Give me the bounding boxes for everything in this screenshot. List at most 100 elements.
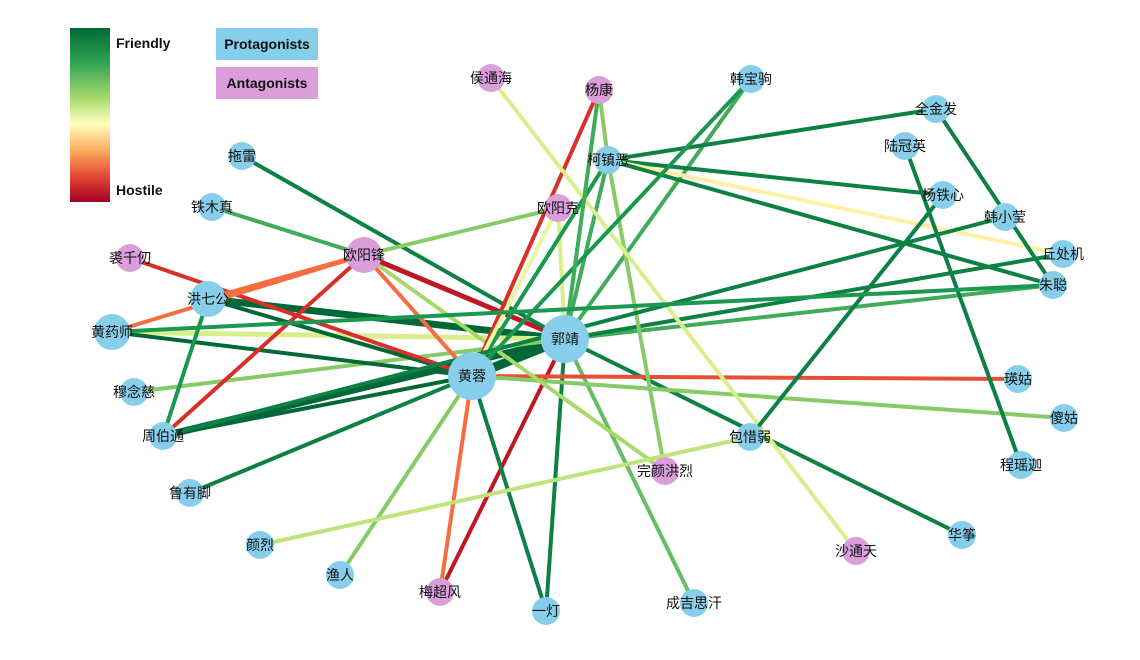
- node-tiemuzhen: 铁木真: [191, 193, 233, 221]
- node-zhoubotong: 周伯通: [142, 422, 184, 450]
- edge-huangrong-hongqigong: [206, 297, 474, 378]
- node-baoxiruo: 包惜弱: [729, 423, 771, 451]
- edge-yangkang-huangrong: [470, 88, 601, 378]
- legend-antagonists: Antagonists: [216, 67, 318, 99]
- node-circle-quanjinfa: [922, 95, 950, 123]
- node-munianci: 穆念慈: [113, 378, 155, 406]
- node-hanxiaoying: 韩小莹: [984, 203, 1026, 231]
- edge-quanjinfa-zhucong: [934, 107, 1055, 287]
- edge-kezhenge-yangtiexin: [606, 158, 945, 197]
- node-label-tiemuzhen: 铁木真: [191, 200, 233, 216]
- edge-huangyaoshi-ouyangfeng: [110, 253, 366, 334]
- node-circle-ouyangke: [544, 194, 572, 222]
- node-circle-kezhenge: [594, 146, 622, 174]
- node-circle-hanbaoju: [737, 65, 765, 93]
- node-circle-shagu: [1050, 404, 1078, 432]
- node-circle-yanlie: [246, 531, 274, 559]
- node-label-ouyangke: 欧阳克: [537, 201, 579, 217]
- edge-ouyangfeng-wanyanhonglie: [362, 253, 667, 473]
- sentiment-colorbar: [70, 28, 110, 202]
- edge-huangrong-zhoubotong: [161, 374, 474, 438]
- edge-huangrong-luyoujiao: [188, 374, 474, 495]
- edge-kezhenge-quanjinfa: [606, 107, 938, 162]
- edge-luguanying-chengyaojia: [903, 144, 1023, 467]
- node-huangyaoshi: 黄药师: [91, 314, 133, 350]
- node-circle-hanxiaoying: [991, 203, 1019, 231]
- nodes-layer: 郭靖黄蓉洪七公黄药师欧阳锋柯镇恶杨康侯通海韩宝驹全金发陆冠英杨铁心韩小莹丘处机朱…: [91, 64, 1084, 625]
- node-yideng: 一灯: [532, 597, 560, 625]
- node-label-shagu: 傻姑: [1050, 411, 1078, 427]
- node-label-meichaofeng: 梅超风: [419, 585, 461, 601]
- edge-guojing-yangkang: [563, 88, 601, 341]
- node-label-qiuqianren: 裘千仞: [109, 251, 151, 267]
- node-label-huangyaoshi: 黄药师: [91, 324, 133, 341]
- edge-houtonghai-shatongtian: [489, 76, 858, 553]
- node-luguanying: 陆冠英: [884, 132, 926, 160]
- node-circle-shatongtian: [842, 537, 870, 565]
- node-houtonghai: 侯通海: [470, 64, 512, 92]
- node-circle-tuolei: [228, 142, 256, 170]
- node-label-hanxiaoying: 韩小莹: [984, 210, 1026, 226]
- node-label-huazheng: 华筝: [948, 527, 976, 544]
- legend-protagonists: Protagonists: [216, 28, 318, 60]
- node-huangrong: 黄蓉: [448, 352, 496, 400]
- node-label-luyoujiao: 鲁有脚: [169, 486, 211, 502]
- node-label-quanjinfa: 全金发: [915, 101, 957, 118]
- node-circle-yideng: [532, 597, 560, 625]
- edge-ouyangfeng-tiemuzhen: [210, 205, 366, 257]
- edge-huangrong-qiuqianren: [128, 256, 474, 378]
- node-circle-ouyangfeng: [346, 237, 382, 273]
- node-circle-meichaofeng: [426, 578, 454, 606]
- node-luyoujiao: 鲁有脚: [169, 479, 211, 507]
- node-circle-guojing: [541, 315, 589, 363]
- edge-huangrong-yinggu: [470, 374, 1020, 381]
- node-circle-yangkang: [585, 76, 613, 104]
- node-ouyangke: 欧阳克: [537, 194, 579, 222]
- node-circle-zhoubotong: [149, 422, 177, 450]
- edge-huangyaoshi-zhucong: [110, 283, 1055, 334]
- node-label-zhoubotong: 周伯通: [142, 429, 184, 445]
- node-label-chengjisihan: 成吉思汗: [666, 596, 722, 612]
- node-qiuqianren: 裘千仞: [109, 244, 151, 272]
- node-circle-luyoujiao: [176, 479, 204, 507]
- edge-hanbaoju-huangrong: [470, 77, 753, 378]
- node-yangkang: 杨康: [585, 76, 613, 104]
- node-label-zhucong: 朱聪: [1039, 278, 1067, 294]
- edge-ouyangfeng-ouyangke: [362, 206, 560, 257]
- node-label-yanlie: 颜烈: [246, 538, 274, 554]
- node-label-baoxiruo: 包惜弱: [729, 430, 771, 446]
- node-label-yinggu: 瑛姑: [1004, 372, 1032, 388]
- node-yangtiexin: 杨铁心: [922, 181, 964, 209]
- node-label-shatongtian: 沙通天: [835, 544, 877, 560]
- node-circle-baoxiruo: [736, 423, 764, 451]
- node-label-chengyaojia: 程瑶迦: [1000, 458, 1042, 474]
- node-chengjisihan: 成吉思汗: [666, 589, 722, 617]
- node-label-tuolei: 拖雷: [228, 149, 256, 165]
- edge-huangrong-yuren: [338, 374, 474, 577]
- edge-guojing-zhucong: [563, 283, 1055, 341]
- node-tuolei: 拖雷: [228, 142, 256, 170]
- node-quanjinfa: 全金发: [915, 95, 957, 123]
- node-circle-yuren: [326, 561, 354, 589]
- node-qiuchuji: 丘处机: [1042, 240, 1084, 268]
- node-shagu: 傻姑: [1050, 404, 1078, 432]
- edge-kezhenge-qiuchuji: [606, 158, 1065, 256]
- edge-ouyangke-huangrong: [470, 206, 560, 378]
- colorbar-friendly-label: Friendly: [116, 35, 171, 51]
- edge-baoxiruo-yanlie: [258, 435, 752, 547]
- node-label-qiuchuji: 丘处机: [1042, 247, 1084, 263]
- node-label-yuren: 渔人: [326, 568, 354, 584]
- node-circle-huazheng: [948, 521, 976, 549]
- node-circle-yangtiexin: [929, 181, 957, 209]
- node-circle-qiuchuji: [1049, 240, 1077, 268]
- node-circle-houtonghai: [477, 64, 505, 92]
- node-circle-zhucong: [1039, 271, 1067, 299]
- node-circle-tiemuzhen: [198, 193, 226, 221]
- edge-hongqigong-zhoubotong: [161, 297, 210, 438]
- node-huazheng: 华筝: [948, 521, 976, 549]
- edge-huangrong-shagu: [470, 374, 1066, 420]
- node-label-guojing: 郭靖: [551, 331, 579, 348]
- node-yanlie: 颜烈: [246, 531, 274, 559]
- node-label-hanbaoju: 韩宝驹: [730, 72, 772, 88]
